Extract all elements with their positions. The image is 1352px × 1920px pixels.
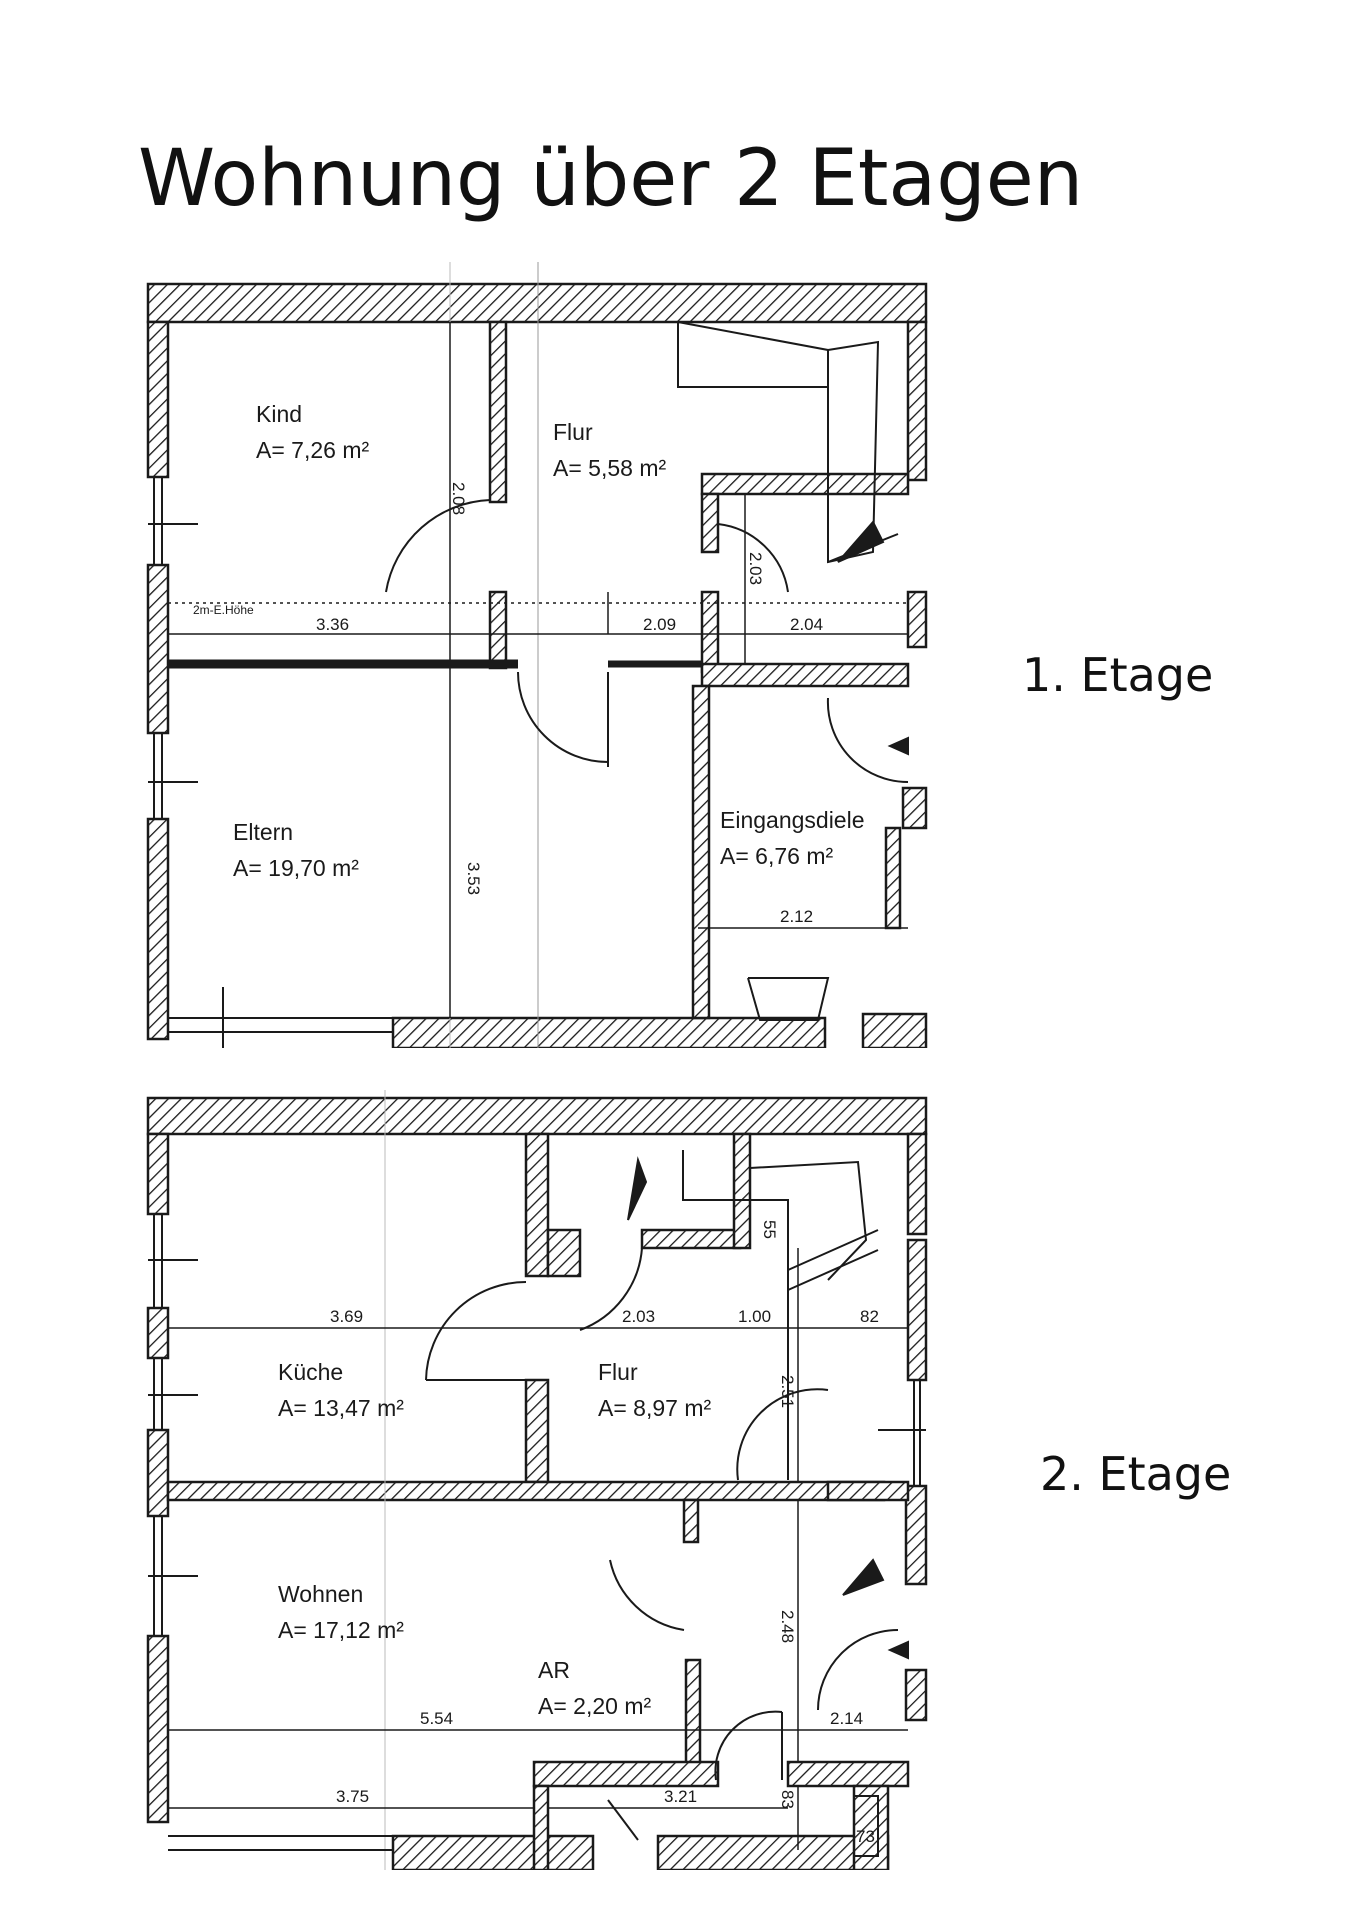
floor1-doors xyxy=(385,321,909,1021)
dimension-label: 3.75 xyxy=(336,1787,369,1806)
room-area: A= 7,26 m² xyxy=(256,437,369,463)
dimension-label: 5.54 xyxy=(420,1709,453,1728)
dimension-label: 82 xyxy=(860,1307,879,1326)
floor2-dimensions xyxy=(168,1248,908,1850)
dimension-label: 2m-E.Höhe xyxy=(193,603,254,617)
room-area: A= 17,12 m² xyxy=(278,1617,404,1643)
page-title: Wohnung über 2 Etagen xyxy=(138,134,1084,224)
room-name: Flur xyxy=(553,419,593,445)
floor1-walls xyxy=(146,282,928,1048)
floor1-label: 1. Etage xyxy=(1022,648,1214,702)
floor2-room-labels: Küche A= 13,47 m² Flur A= 8,97 m² Wohnen… xyxy=(278,1359,711,1719)
dimension-label: 73 xyxy=(856,1827,875,1846)
room-area: A= 19,70 m² xyxy=(233,855,359,881)
room-area: A= 5,58 m² xyxy=(553,455,666,481)
room-name: Wohnen xyxy=(278,1581,363,1607)
floor1-dimensions xyxy=(168,322,908,1018)
dimension-label: 2.14 xyxy=(830,1709,863,1728)
dimension-label: 1.00 xyxy=(738,1307,771,1326)
dimension-label: 2.04 xyxy=(790,615,823,634)
dimension-label: 2.12 xyxy=(780,907,813,926)
room-area: A= 8,97 m² xyxy=(598,1395,711,1421)
floor2-plan: Küche A= 13,47 m² Flur A= 8,97 m² Wohnen… xyxy=(146,1090,928,1870)
room-name: Eltern xyxy=(233,819,293,845)
floor1-room-labels: Kind A= 7,26 m² Flur A= 5,58 m² Eltern A… xyxy=(233,401,865,881)
room-name: Kind xyxy=(256,401,302,427)
floor1-partitions xyxy=(168,262,702,1048)
room-area: A= 13,47 m² xyxy=(278,1395,404,1421)
floor2-walls xyxy=(146,1096,928,1870)
dimension-label: 55 xyxy=(760,1220,779,1239)
floor2-dimension-labels: 3.69 2.03 1.00 82 55 2.51 2.48 5.54 2.14… xyxy=(330,1220,879,1846)
floor1-plan: Kind A= 7,26 m² Flur A= 5,58 m² Eltern A… xyxy=(146,262,928,1048)
room-name: Küche xyxy=(278,1359,343,1385)
dimension-label: 2.03 xyxy=(746,552,765,585)
dimension-label: 2.08 xyxy=(449,482,468,515)
dimension-label: 3.53 xyxy=(464,862,483,895)
floor2-label: 2. Etage xyxy=(1040,1447,1232,1501)
dimension-label: 3.21 xyxy=(664,1787,697,1806)
dimension-label: 2.48 xyxy=(778,1610,797,1643)
floor1-windows xyxy=(148,477,393,1048)
dimension-label: 2.03 xyxy=(622,1307,655,1326)
room-area: A= 2,20 m² xyxy=(538,1693,651,1719)
room-name: AR xyxy=(538,1657,570,1683)
dimension-label: 3.36 xyxy=(316,615,349,634)
dimension-label: 2.09 xyxy=(643,615,676,634)
dimension-label: 3.69 xyxy=(330,1307,363,1326)
dimension-label: 83 xyxy=(778,1790,797,1809)
dimension-label: 2.51 xyxy=(778,1375,797,1408)
floor2-doors xyxy=(425,1150,909,1857)
floor2-windows xyxy=(148,1214,926,1851)
floor1-dimension-labels: 3.36 2.09 2.04 2.12 3.53 2.08 2.03 2m-E.… xyxy=(193,482,823,926)
room-name: Eingangsdiele xyxy=(720,807,865,833)
room-name: Flur xyxy=(598,1359,638,1385)
room-area: A= 6,76 m² xyxy=(720,843,833,869)
